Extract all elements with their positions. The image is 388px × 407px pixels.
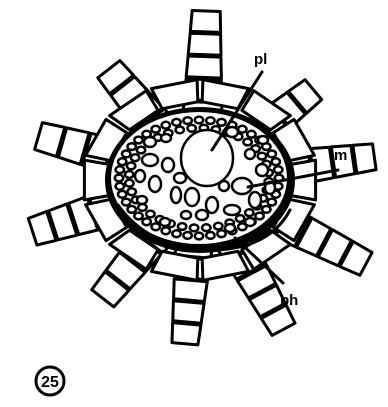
parenchyma-cell <box>185 188 199 206</box>
peripheral-cell <box>142 218 150 225</box>
parenchyma-cell <box>135 170 145 182</box>
peripheral-cell <box>137 147 145 154</box>
parenchyma-cell <box>256 164 268 176</box>
peripheral-cell <box>122 151 130 158</box>
peripheral-cell <box>183 232 191 239</box>
cortex-cell <box>151 251 197 280</box>
vascular-cylinder <box>105 107 295 253</box>
peripheral-cell <box>206 117 214 124</box>
arm-cell <box>190 11 220 33</box>
peripheral-cell <box>268 199 276 206</box>
peripheral-cell <box>206 232 214 239</box>
parenchyma-cell <box>174 173 186 183</box>
parenchyma-cell <box>160 218 170 226</box>
peripheral-cell <box>243 139 251 146</box>
arm-cell <box>188 33 221 55</box>
arm-cell <box>353 144 376 174</box>
peripheral-cell <box>183 117 191 124</box>
peripheral-cell <box>127 163 135 170</box>
peripheral-cell <box>172 119 180 126</box>
peripheral-cell <box>131 154 139 161</box>
peripheral-cell <box>245 209 253 216</box>
peripheral-cell <box>118 191 126 198</box>
peripheral-cell <box>128 188 136 195</box>
parenchyma-cell <box>245 218 255 226</box>
peripheral-cell <box>125 180 133 187</box>
pith-lacuna <box>181 130 233 186</box>
peripheral-cell <box>195 117 203 124</box>
peripheral-cell <box>146 211 154 218</box>
arm-cell <box>174 279 208 302</box>
peripheral-cell <box>172 230 180 237</box>
peripheral-cell <box>258 153 266 160</box>
arm-cell <box>186 56 221 78</box>
peripheral-cell <box>116 166 124 173</box>
peripheral-cell <box>118 158 126 165</box>
parenchyma-cell <box>162 158 174 172</box>
parenchyma-cell <box>249 192 261 208</box>
parenchyma-cell <box>224 205 240 215</box>
peripheral-cell <box>214 223 222 230</box>
peripheral-cell <box>274 166 282 173</box>
peripheral-cell <box>262 206 270 213</box>
peripheral-cell <box>202 224 210 231</box>
arm-cell <box>173 301 204 324</box>
peripheral-cell <box>217 119 225 126</box>
parenchyma-cell <box>258 136 268 144</box>
parenchyma-cell <box>149 176 161 192</box>
peripheral-cell <box>162 227 170 234</box>
parenchyma-cell <box>144 137 156 147</box>
label-m: m <box>334 147 347 164</box>
peripheral-cell <box>176 126 184 133</box>
peripheral-cell <box>122 199 130 206</box>
parenchyma-cell <box>161 134 171 142</box>
label-pl: pl <box>254 51 267 68</box>
peripheral-cell <box>238 126 246 133</box>
peripheral-cell <box>217 230 225 237</box>
peripheral-cell <box>247 131 255 138</box>
figure-number: 25 <box>41 374 59 391</box>
peripheral-cell <box>152 126 160 133</box>
parenchyma-cell <box>137 196 147 204</box>
peripheral-cell <box>125 171 133 178</box>
peripheral-cell <box>115 175 123 182</box>
parenchyma-cell <box>196 210 208 220</box>
peripheral-cell <box>128 206 136 213</box>
peripheral-cell <box>128 143 136 150</box>
parenchyma-cell <box>245 149 255 159</box>
peripheral-cell <box>134 137 142 144</box>
peripheral-cell <box>190 225 198 232</box>
figure-number-badge: 25 <box>36 367 64 395</box>
parenchyma-cell <box>226 127 238 137</box>
parenchyma-cell <box>206 197 218 213</box>
arm-cell <box>172 323 201 345</box>
peripheral-cell <box>178 223 186 230</box>
parenchyma-cell <box>181 211 191 219</box>
peripheral-cell <box>162 122 170 129</box>
peripheral-cell <box>236 215 244 222</box>
peripheral-cell <box>116 183 124 190</box>
peripheral-cell <box>195 233 203 240</box>
parenchyma-cell <box>142 154 158 166</box>
peripheral-cell <box>134 213 142 220</box>
peripheral-cell <box>188 125 196 132</box>
parenchyma-cell <box>171 187 181 203</box>
peripheral-cell <box>255 213 263 220</box>
peripheral-cell <box>152 223 160 230</box>
cortex-cell <box>151 80 197 109</box>
label-ph: ph <box>280 292 298 309</box>
peripheral-cell <box>272 158 280 165</box>
parenchyma-cell <box>225 224 235 232</box>
peripheral-cell <box>268 151 276 158</box>
